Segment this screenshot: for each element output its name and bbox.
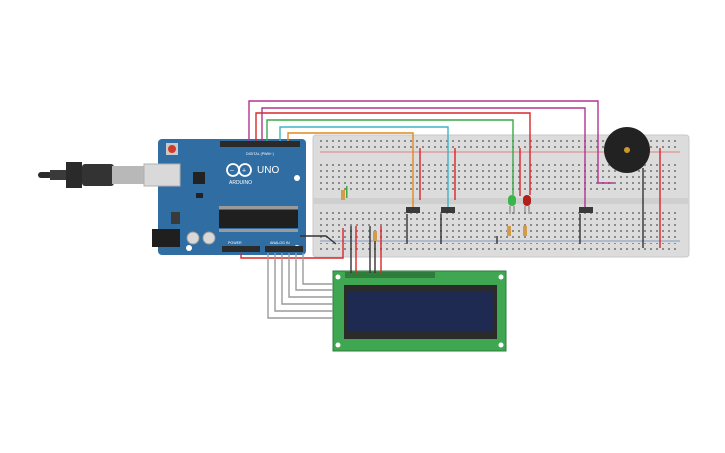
power-pin-header[interactable] xyxy=(222,246,260,252)
atmega-chip xyxy=(219,210,298,228)
usb-connector-icon[interactable] xyxy=(38,162,181,188)
resistor xyxy=(373,231,377,241)
pushbutton-2[interactable] xyxy=(441,207,455,213)
red-led-icon xyxy=(523,195,531,214)
resistor xyxy=(507,226,511,236)
dc-jack-icon[interactable] xyxy=(152,229,180,247)
piezo-buzzer-icon[interactable] xyxy=(604,127,650,173)
lcd-16x2-module[interactable] xyxy=(332,270,507,352)
potentiometer-lead xyxy=(346,186,348,198)
board-model-label: UNO xyxy=(257,165,279,176)
arduino-logo-icon: – + xyxy=(226,163,252,177)
svg-text:–: – xyxy=(230,168,234,175)
svg-text:+: + xyxy=(242,168,246,175)
wires xyxy=(240,100,661,319)
analog-pin-header[interactable] xyxy=(265,246,303,252)
power-header-label: POWER xyxy=(228,241,242,245)
green-led-icon xyxy=(508,195,516,214)
resistor xyxy=(341,190,345,200)
pushbutton-1[interactable] xyxy=(406,207,420,213)
digital-header-label: DIGITAL (PWM~) xyxy=(246,152,274,156)
board-brand-label: ARDUINO xyxy=(229,180,252,186)
resistor xyxy=(523,226,527,236)
lcd-screen xyxy=(348,291,493,331)
analog-header-label: ANALOG IN xyxy=(270,241,290,245)
arduino-uno-board[interactable]: – + UNO ARDUINO DIGITAL (PWM~) POWER ANA… xyxy=(158,139,306,255)
digital-pin-header[interactable] xyxy=(220,141,300,147)
pushbutton-3[interactable] xyxy=(579,207,593,213)
